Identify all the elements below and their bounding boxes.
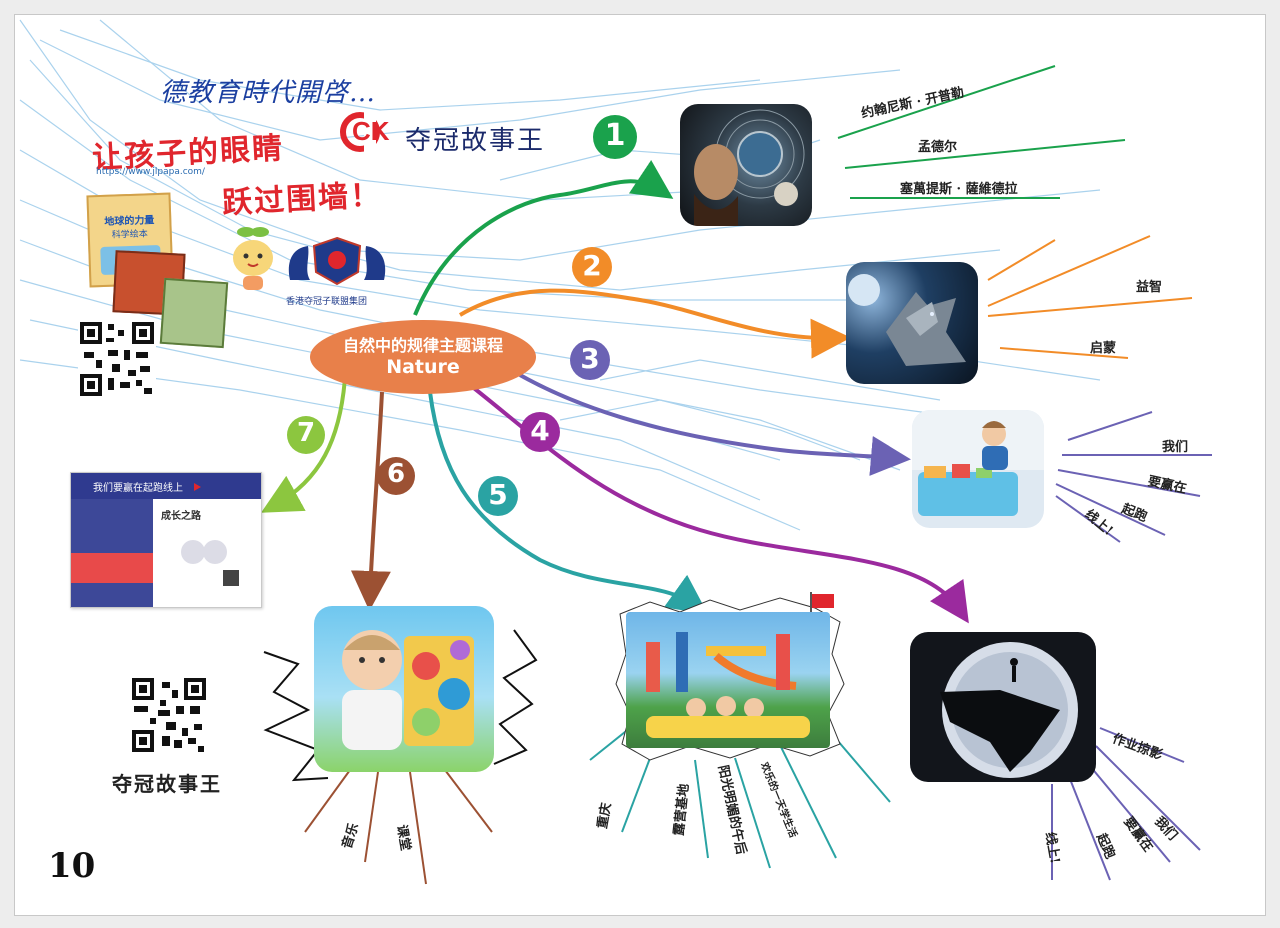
badge-5 (478, 476, 518, 516)
flag-icon (808, 592, 838, 612)
center-topic-bubble: 自然中的规律主题课程 Nature (310, 320, 536, 394)
certificate-header: 我们要赢在起跑线上 (71, 473, 261, 499)
branch-2-curve (458, 288, 851, 359)
wolves-image (846, 262, 978, 384)
crest-caption: 香港夺冠子联盟集团 (286, 297, 368, 307)
play-icon (194, 483, 202, 491)
brand-logo: CK (340, 112, 392, 152)
branch-2-label-1: 益智 (1136, 280, 1163, 295)
qr-code-icon-2[interactable] (130, 676, 208, 754)
badge-1 (593, 115, 637, 159)
branch-6-curve (350, 391, 391, 611)
branch-1-label-3: 塞萬提斯 · 薩維德拉 (900, 182, 1018, 197)
branch-5-number: 5 (488, 478, 508, 511)
branch-2-label-2: 启蒙 (1090, 341, 1117, 356)
branch-5-curve (428, 391, 709, 615)
badge-2 (572, 247, 612, 287)
handwriting-tagline: 德教育時代開啓… (160, 78, 377, 108)
qr-caption: 夺冠故事王 (112, 772, 222, 796)
qr-code-icon[interactable] (78, 320, 156, 398)
book-cover-3 (159, 277, 229, 349)
branch-1-number: 1 (604, 118, 626, 153)
branch-3-number: 3 (580, 342, 600, 375)
badge-4 (520, 412, 560, 452)
certificate-header-text: 我们要赢在起跑线上 (93, 483, 183, 494)
certificate-title: 成长之路 (161, 511, 201, 522)
branch-2-number: 2 (582, 249, 602, 282)
website-url[interactable]: https://www.jlpapa.com/ (96, 167, 205, 177)
child-classroom-image (912, 410, 1044, 528)
badge-6 (377, 457, 415, 495)
center-title: 自然中的规律主题课程 (342, 336, 503, 355)
badge-7 (287, 416, 325, 454)
scientists-image (680, 104, 812, 226)
brand-name: 夺冠故事王 (405, 126, 546, 156)
branch-6-number: 6 (386, 459, 406, 489)
certificate-image: 我们要赢在起跑线上 成长之路 (70, 472, 262, 608)
branch-4-number: 4 (530, 414, 550, 447)
moon-silhouette-image (910, 632, 1096, 782)
slogan-line2: 跃过围墙！ (221, 177, 383, 222)
center-subtitle: Nature (386, 356, 460, 378)
baby-toy-image (314, 606, 494, 772)
branch-3-curve (519, 373, 911, 476)
book-subtitle: 科学绘本 (111, 229, 148, 241)
certificate-body: 成长之路 (153, 499, 261, 607)
branch-7-number: 7 (296, 418, 316, 448)
certificate-crest-icon (181, 540, 239, 586)
page-number: 10 (48, 846, 96, 886)
branch-7-curve (261, 377, 347, 513)
badge-3 (570, 340, 610, 380)
sprout-mascot-icon (228, 222, 278, 292)
brand-logo-text: CK (352, 116, 390, 146)
branch-3-label-1: 我们 (1162, 440, 1189, 455)
branch-1-label-2: 孟德尔 (918, 140, 958, 155)
branch-1-curve (413, 160, 674, 316)
lion-crest-icon (280, 232, 394, 288)
zigzag-frame-6 (263, 629, 538, 782)
water-park-image (626, 612, 830, 748)
